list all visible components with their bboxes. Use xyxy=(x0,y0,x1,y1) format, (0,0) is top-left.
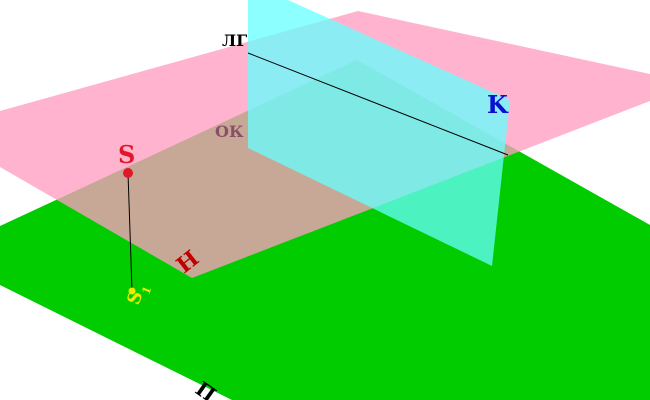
point-label: S xyxy=(118,140,135,169)
svg-text:1: 1 xyxy=(204,398,218,400)
ground-line-label: ОК xyxy=(215,122,244,141)
horizon-line xyxy=(247,52,509,156)
svg-text:1: 1 xyxy=(140,284,155,296)
horizon-line-label: ЛГ xyxy=(222,31,247,50)
point-projection-label: S 1 xyxy=(123,284,155,307)
point-s1 xyxy=(128,287,136,295)
picture-plane-label: K xyxy=(487,90,509,119)
point-s xyxy=(123,168,133,178)
projection-line xyxy=(127,172,133,291)
picture-plane xyxy=(248,0,510,266)
